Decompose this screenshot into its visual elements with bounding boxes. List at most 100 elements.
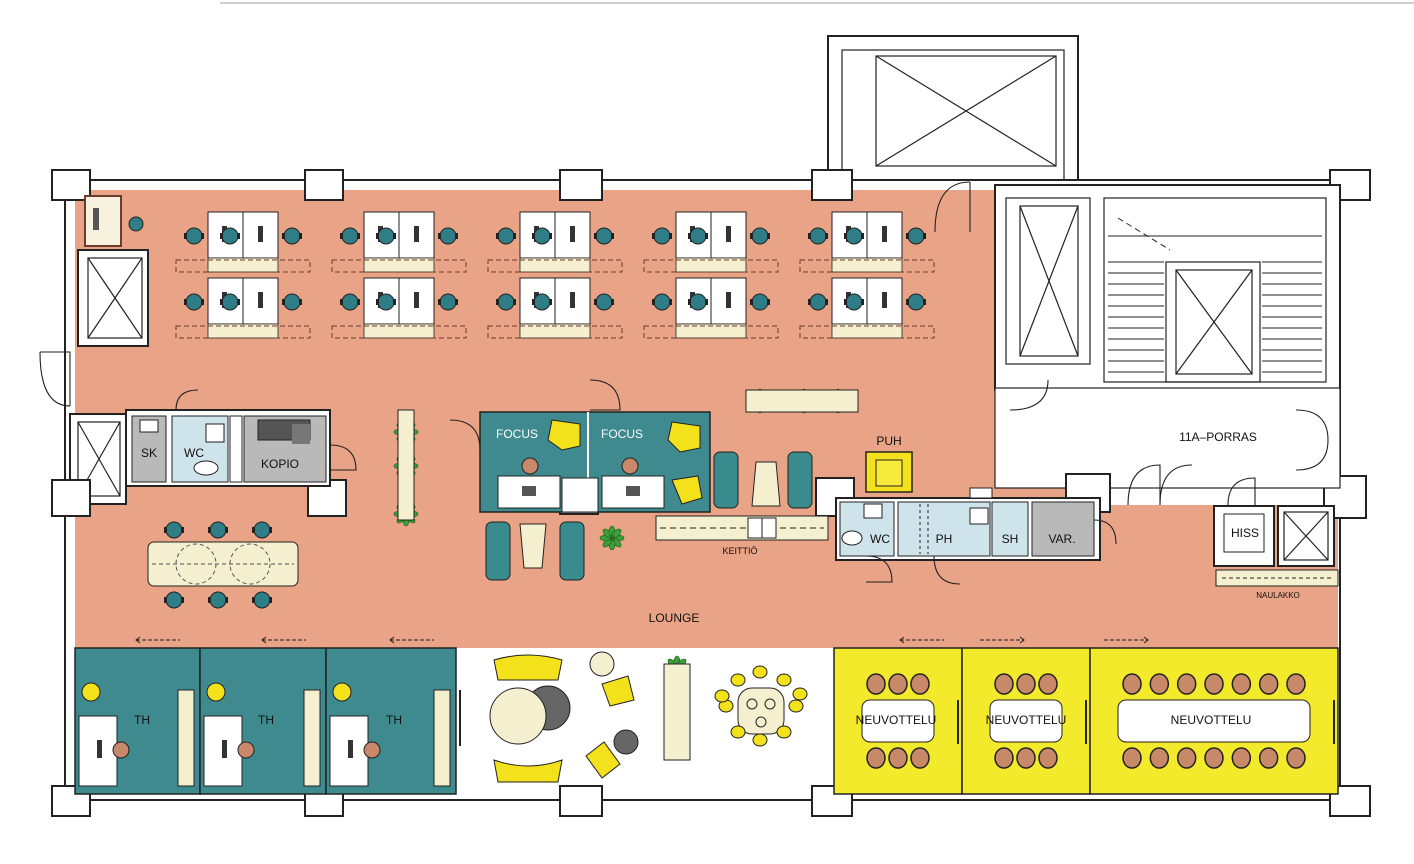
desk-cluster [643, 277, 779, 339]
meeting-label-3: NEUVOTTELU [1171, 713, 1252, 727]
desk-cluster [331, 277, 467, 339]
chair [1286, 673, 1306, 695]
meeting-room [961, 647, 1091, 795]
desk-cluster [799, 277, 935, 339]
chair [776, 725, 792, 739]
chair [439, 227, 457, 245]
chair [1176, 747, 1197, 769]
kitchen-counter [655, 515, 829, 541]
chair [788, 699, 804, 713]
chair [497, 293, 515, 311]
chair [845, 227, 863, 245]
chair [752, 733, 768, 747]
plant [599, 525, 625, 551]
chair [185, 293, 203, 311]
chair [439, 293, 457, 311]
chair [910, 747, 930, 769]
chair [1204, 673, 1224, 695]
lounge-label: LOUNGE [649, 611, 700, 625]
focus-label-2: FOCUS [601, 427, 643, 441]
chair [689, 227, 707, 245]
small-office [199, 647, 327, 795]
chair [497, 227, 515, 245]
chair [751, 293, 769, 311]
chair [1038, 747, 1058, 769]
chair [845, 293, 863, 311]
chair [209, 521, 227, 539]
sofa-groups [485, 451, 813, 581]
chair [1149, 673, 1170, 695]
chair [1038, 673, 1058, 695]
service-block-right [835, 487, 1101, 561]
round-table-chairs [714, 665, 808, 747]
planter-lounge [663, 663, 691, 761]
stair-label: 11A–PORRAS [1179, 430, 1257, 444]
chair [866, 747, 886, 769]
service-block-left [125, 409, 331, 487]
chair [689, 293, 707, 311]
chair [776, 673, 792, 687]
chair [792, 687, 808, 701]
big-table-chairs [164, 521, 272, 609]
chair [283, 227, 301, 245]
upper-shaft [827, 35, 1079, 183]
chair [809, 293, 827, 311]
left-entry-door [39, 351, 71, 407]
workstation-clusters [175, 211, 935, 339]
chair [221, 293, 239, 311]
meeting-rooms [833, 647, 1339, 795]
chair [888, 673, 908, 695]
big-table [147, 541, 299, 587]
meeting-label-1: NEUVOTTELU [856, 713, 937, 727]
wc-label-2: WC [870, 532, 890, 546]
wc-label-1: WC [184, 446, 204, 460]
kitchen-label: KEITTIÖ [722, 546, 757, 556]
chair [1286, 747, 1306, 769]
meeting-room [833, 647, 963, 795]
chair [1204, 747, 1224, 769]
desk-cluster [487, 211, 623, 273]
chair [533, 227, 551, 245]
chair [714, 689, 730, 703]
chair [1258, 673, 1279, 695]
chair [341, 227, 359, 245]
chair [533, 293, 551, 311]
chair [888, 747, 908, 769]
chair [595, 293, 613, 311]
chair [994, 673, 1014, 695]
chair [994, 747, 1014, 769]
sk-label: SK [141, 446, 157, 460]
meeting-room [1089, 647, 1339, 795]
chair [165, 591, 183, 609]
chair [730, 725, 746, 739]
coat-rack-label: NAULAKKO [1256, 591, 1300, 600]
chair [1176, 673, 1197, 695]
stair-steps [1108, 235, 1322, 373]
chair [253, 591, 271, 609]
sliding-door-arrows [135, 636, 1149, 644]
focus-label-1: FOCUS [496, 427, 538, 441]
chair [910, 673, 930, 695]
chair [752, 665, 768, 679]
desk-cluster [643, 211, 779, 273]
ph-label: PH [936, 532, 953, 546]
lounge-furniture [489, 651, 785, 783]
meeting-label-2: NEUVOTTELU [986, 713, 1067, 727]
small-office [74, 647, 201, 795]
sh-label: SH [1002, 532, 1019, 546]
chair [907, 293, 925, 311]
chair [1231, 673, 1252, 695]
th-label-3: TH [386, 713, 402, 727]
desk-cluster [487, 277, 623, 339]
chair [1122, 673, 1142, 695]
desk-cluster [799, 211, 935, 273]
chair [1122, 747, 1142, 769]
chair [253, 521, 271, 539]
stair-landing [994, 387, 1341, 489]
chair [165, 521, 183, 539]
chair [377, 293, 395, 311]
chair [185, 227, 203, 245]
desk-cluster [331, 211, 467, 273]
chair [653, 293, 671, 311]
chair [1149, 747, 1170, 769]
